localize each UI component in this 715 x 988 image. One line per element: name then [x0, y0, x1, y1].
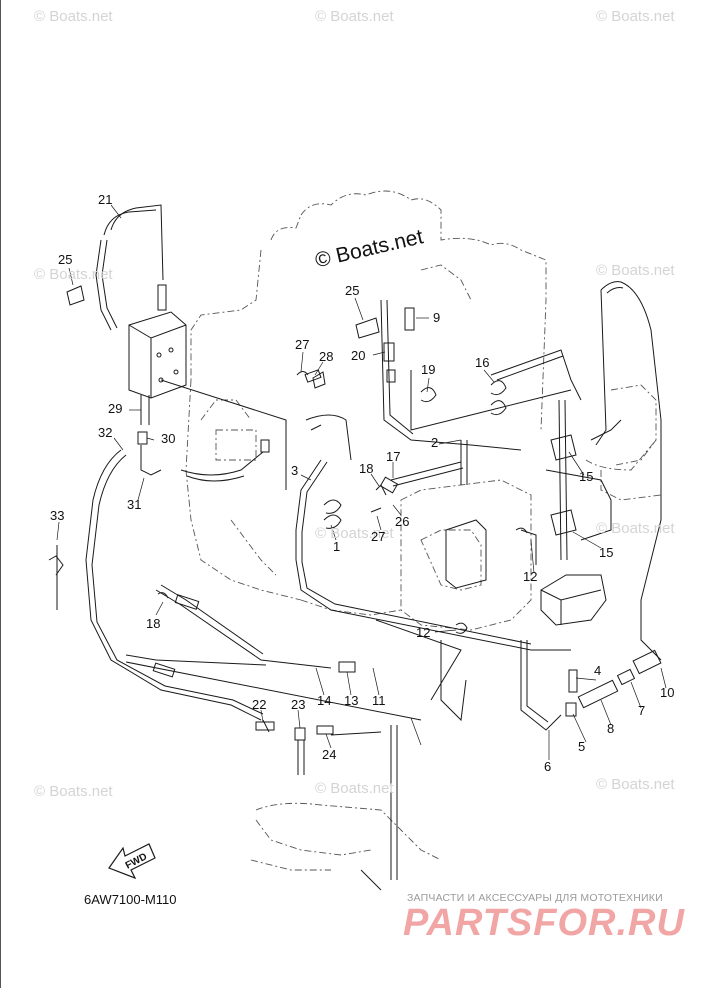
- watermark: © Boats.net: [34, 783, 113, 800]
- callout-2[interactable]: 2: [431, 435, 439, 450]
- callout-1[interactable]: 1: [333, 539, 341, 554]
- callout-3[interactable]: 3: [291, 463, 299, 478]
- callout-29[interactable]: 29: [108, 401, 123, 416]
- callout-25[interactable]: 25: [58, 252, 73, 267]
- callout-20[interactable]: 20: [351, 348, 366, 363]
- fwd-arrow-icon: [108, 843, 156, 880]
- callout-18[interactable]: 18: [359, 461, 374, 476]
- callout-9[interactable]: 9: [433, 310, 441, 325]
- hose-clamps: [48, 285, 577, 733]
- promo-tagline: ЗАПЧАСТИ И АКСЕССУАРЫ ДЛЯ МОТОТЕХНИКИ: [407, 892, 663, 904]
- callout-18[interactable]: 18: [146, 616, 161, 631]
- watermark: © Boats.net: [315, 8, 394, 25]
- fuel-pump-assembly: [128, 284, 187, 399]
- callout-4[interactable]: 4: [594, 663, 602, 678]
- callout-27[interactable]: 27: [371, 529, 386, 544]
- callout-8[interactable]: 8: [607, 721, 615, 736]
- callout-24[interactable]: 24: [322, 747, 337, 762]
- callout-21[interactable]: 21: [98, 192, 113, 207]
- callout-19[interactable]: 19: [421, 362, 436, 377]
- watermark: © Boats.net: [596, 262, 675, 279]
- callout-25[interactable]: 25: [345, 283, 360, 298]
- fuel-hoses: [56, 204, 662, 891]
- callout-12[interactable]: 12: [416, 625, 431, 640]
- callout-leader-lines: [56, 204, 667, 760]
- callout-14[interactable]: 14: [317, 693, 332, 708]
- callout-15[interactable]: 15: [579, 469, 594, 484]
- part-code: 6AW7100-M110: [84, 892, 177, 907]
- callout-28[interactable]: 28: [319, 349, 334, 364]
- promo-logo[interactable]: PARTSFOR.RU: [403, 902, 685, 944]
- callout-22[interactable]: 22: [252, 697, 267, 712]
- watermark: © Boats.net: [34, 266, 113, 283]
- callout-11[interactable]: 11: [372, 693, 386, 708]
- watermark: © Boats.net: [596, 8, 675, 25]
- watermark: © Boats.net: [315, 780, 394, 797]
- callout-30[interactable]: 30: [161, 431, 176, 446]
- callout-6[interactable]: 6: [544, 759, 552, 774]
- watermark: © Boats.net: [596, 776, 675, 793]
- watermark: © Boats.net: [315, 525, 394, 542]
- callout-26[interactable]: 26: [395, 514, 410, 529]
- callout-27[interactable]: 27: [295, 337, 310, 352]
- fuel-filter-assembly: [445, 519, 607, 626]
- watermark: © Boats.net: [596, 520, 675, 537]
- callout-33[interactable]: 33: [50, 508, 65, 523]
- callout-31[interactable]: 31: [127, 497, 142, 512]
- callout-32[interactable]: 32: [98, 425, 113, 440]
- callout-17[interactable]: 17: [386, 449, 401, 464]
- watermark: © Boats.net: [34, 8, 113, 25]
- callout-10[interactable]: 10: [660, 685, 675, 700]
- callout-15[interactable]: 15: [599, 545, 614, 560]
- callout-7[interactable]: 7: [638, 703, 646, 718]
- callout-5[interactable]: 5: [578, 739, 586, 754]
- callout-23[interactable]: 23: [291, 697, 306, 712]
- callout-12[interactable]: 12: [523, 569, 538, 584]
- callout-13[interactable]: 13: [344, 693, 359, 708]
- engine-ghost-outline: [185, 190, 662, 871]
- callout-16[interactable]: 16: [475, 355, 490, 370]
